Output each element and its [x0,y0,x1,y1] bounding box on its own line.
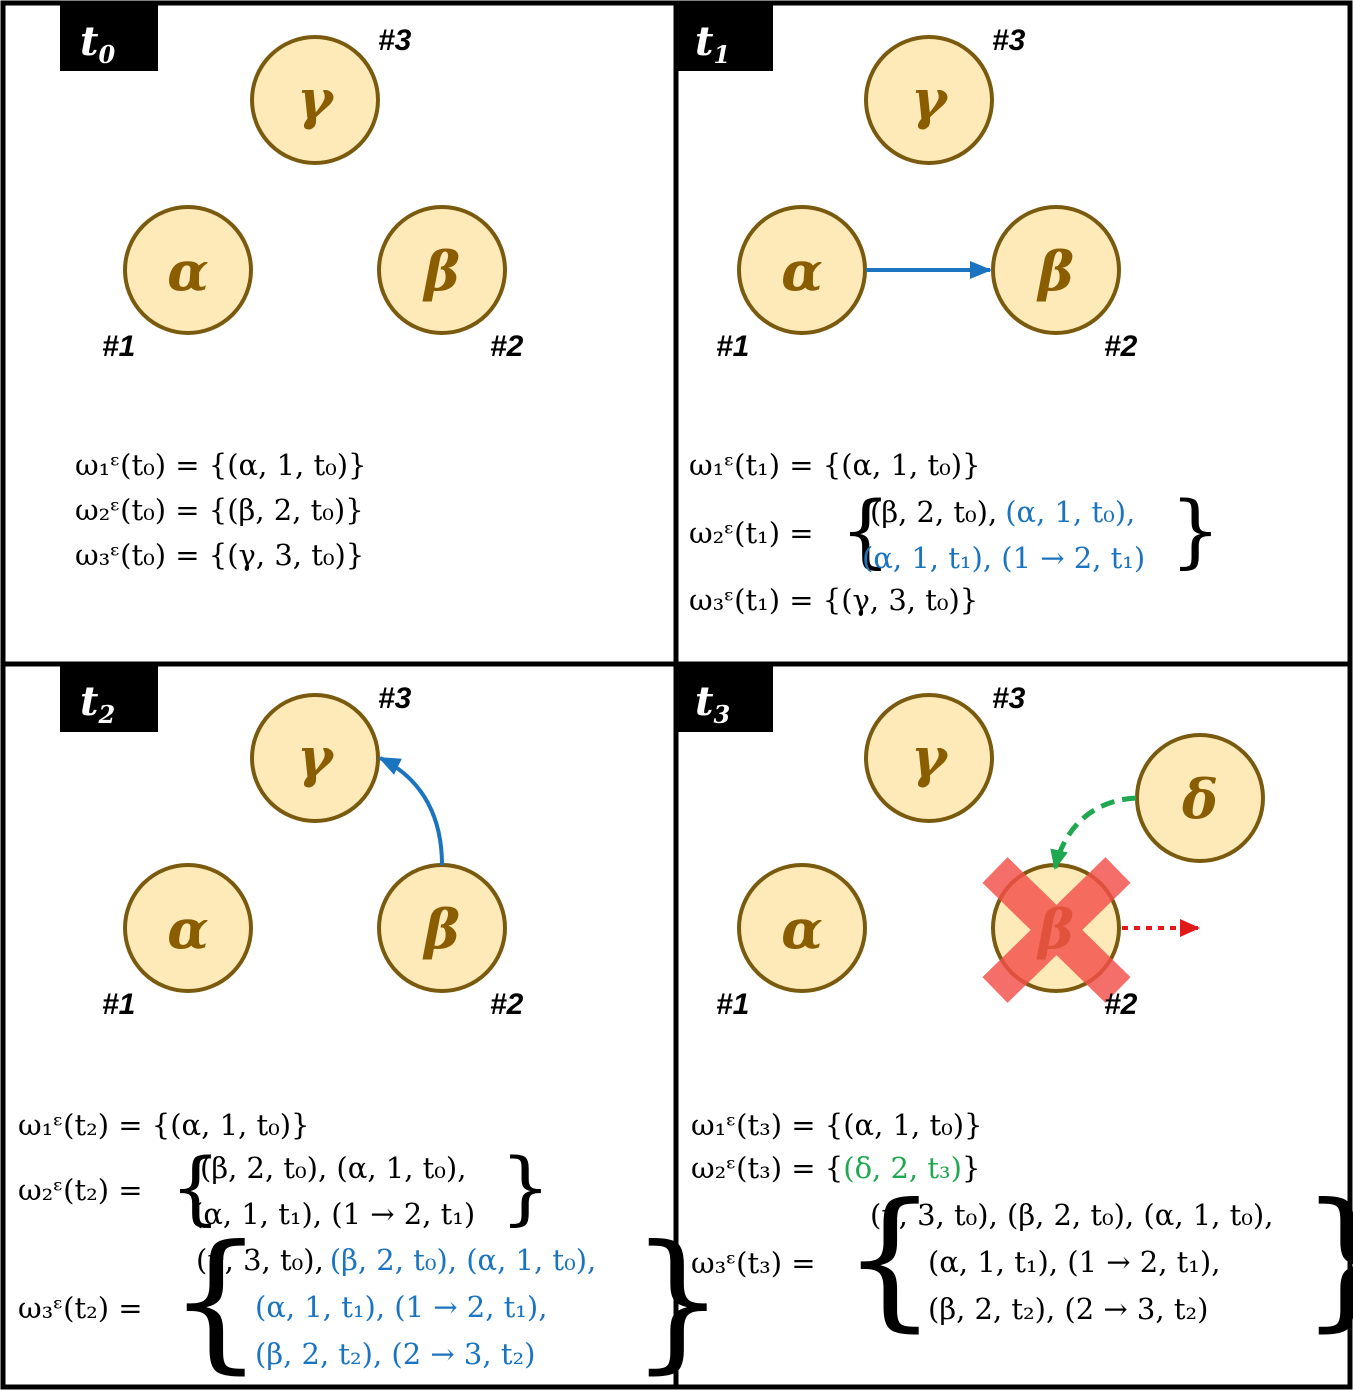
node-id-2: #2 [1104,988,1138,1021]
node-gamma: γ [250,35,380,165]
node-id-1: #1 [102,330,135,363]
svg-text:α: α [167,897,209,961]
equation-omega1: ω₁ᵋ(t₃) = {(α, 1, t₀)} [691,1108,983,1142]
equation-omega2-row2: (α, 1, t₁), (1 → 2, t₁) [862,541,1145,575]
node-gamma: γ [864,693,994,823]
brace-open: { [170,1141,221,1234]
brace-close: } [1170,484,1221,577]
brace-close-large: } [1300,1172,1353,1346]
equation-omega2-lhs: ω₂ᵋ(t₁) = [689,516,814,550]
equation-omega3-row3: (β, 2, t₂), (2 → 3, t₂) [928,1292,1208,1326]
equation-omega3-row3: (β, 2, t₂), (2 → 3, t₂) [255,1337,535,1371]
equation-omega3: ω₃ᵋ(t₁) = {(γ, 3, t₀)} [689,583,978,617]
node-delta: δ [1135,733,1265,863]
equation-omega2-lhs: ω₂ᵋ(t₂) = [18,1173,143,1207]
node-alpha: α [737,863,867,993]
time-label-box [675,666,773,732]
svg-text:γ: γ [911,67,949,131]
svg-text:β: β [422,897,460,961]
edge-delta-to-beta [1050,795,1137,870]
equation-omega1: ω₁ᵋ(t₁) = {(α, 1, t₀)} [689,448,981,482]
panel-t3: t3 γ α δ β #3 #1 #2 ω₁ᵋ(t₃) = {(α, 1, t₀… [675,666,1353,1346]
cross-icon [982,857,1131,1003]
time-label: t2 [80,678,115,729]
svg-text:γ: γ [297,725,335,789]
svg-text:δ: δ [1181,767,1218,831]
equation-omega2-row1: (β, 2, t₀), (α, 1, t₀), [200,1151,466,1185]
equation-omega3-row1: (γ, 3, t₀),(β, 2, t₀), (α, 1, t₀), [196,1243,596,1277]
node-beta: β [377,863,507,993]
edge-beta-to-gamma [378,756,444,866]
node-id-2: #2 [490,330,524,363]
time-label-box [675,5,773,71]
equation-omega3-lhs: ω₃ᵋ(t₃) = [691,1246,816,1280]
equation-omega2: ω₂ᵋ(t₃) = {(δ, 2, t₃)} [691,1151,980,1185]
svg-text:γ: γ [911,725,949,789]
svg-text:α: α [781,897,823,961]
equation-omega1: ω₁ᵋ(t₂) = {(α, 1, t₀)} [18,1108,310,1142]
time-label: t3 [695,678,730,729]
node-beta-removed: β [982,857,1131,1003]
equation-omega3-row2: (α, 1, t₁), (1 → 2, t₁), [255,1290,547,1324]
node-gamma: γ [864,35,994,165]
node-id-3: #3 [378,682,412,715]
brace-open-large: { [168,1214,263,1388]
node-alpha: α [123,863,253,993]
time-label-box [60,666,158,732]
node-gamma: γ [250,693,380,823]
node-id-2: #2 [490,988,524,1021]
brace-open: { [840,484,891,577]
svg-text:β: β [422,239,460,303]
svg-text:γ: γ [297,67,335,131]
equation-omega1: ω₁ᵋ(t₀) = {(α, 1, t₀)} [75,448,367,482]
panel-t0: t0 γ α β #3 #1 #2 ω₁ᵋ(t₀) = {(α, 1, t₀)}… [60,5,524,572]
time-label: t1 [695,18,730,69]
svg-text:β: β [1036,239,1074,303]
node-beta: β [377,205,507,335]
node-id-1: #1 [716,988,749,1021]
equation-omega3-lhs: ω₃ᵋ(t₂) = [18,1291,143,1325]
panel-t1: t1 γ α β #3 #1 #2 ω₁ᵋ(t₁) = {(α, 1, t₀)}… [675,5,1221,617]
equation-omega3: ω₃ᵋ(t₀) = {(γ, 3, t₀)} [75,538,364,572]
time-label: t0 [80,18,115,69]
svg-text:α: α [167,239,209,303]
node-id-1: #1 [716,330,749,363]
node-id-3: #3 [992,682,1026,715]
time-label-box [60,5,158,71]
brace-close: } [500,1141,551,1234]
node-beta: β [991,205,1121,335]
node-id-3: #3 [378,24,412,57]
node-id-2: #2 [1104,330,1138,363]
equation-omega2: ω₂ᵋ(t₀) = {(β, 2, t₀)} [75,493,364,527]
brace-close-large: } [630,1214,725,1388]
equation-omega3-row1: (γ, 3, t₀), (β, 2, t₀), (α, 1, t₀), [870,1198,1273,1232]
node-alpha: α [123,205,253,335]
panel-t2: t2 γ α β #3 #1 #2 ω₁ᵋ(t₂) = {(α, 1, t₀)}… [18,666,725,1388]
node-id-3: #3 [992,24,1026,57]
brace-open-large: { [842,1172,937,1346]
svg-text:α: α [781,239,823,303]
equation-omega2-row1: (β, 2, t₀),(α, 1, t₀), [870,495,1135,529]
equation-omega2-row2: (α, 1, t₁), (1 → 2, t₁) [192,1197,475,1231]
node-alpha: α [737,205,867,335]
node-id-1: #1 [102,988,135,1021]
equation-omega3-row2: (α, 1, t₁), (1 → 2, t₁), [928,1245,1220,1279]
